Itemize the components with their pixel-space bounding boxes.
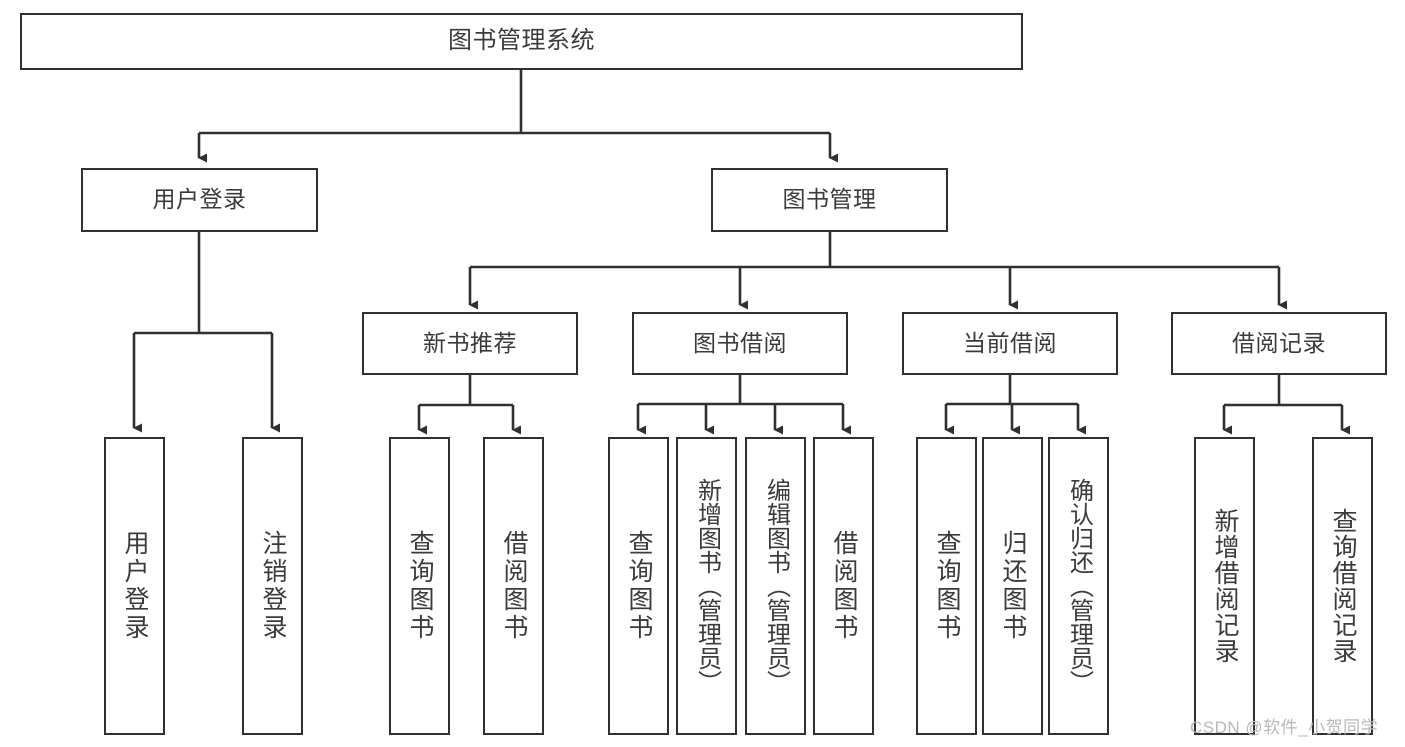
leaf-query-borrow-record[interactable]: 查询借阅记录 [1312,437,1373,735]
leaf-add-book-admin[interactable]: 新增图书（管理员） [676,437,737,735]
leaf-return-book[interactable]: 归还图书 [982,437,1043,735]
node-root-system[interactable]: 图书管理系统 [20,13,1023,70]
node-book-management[interactable]: 图书管理 [711,168,948,232]
node-borrow-record[interactable]: 借阅记录 [1171,312,1387,375]
leaf-user-login[interactable]: 用户登录 [104,437,165,735]
node-user-login[interactable]: 用户登录 [81,168,318,232]
leaf-query-book-borrow[interactable]: 查询图书 [608,437,669,735]
leaf-confirm-return-admin[interactable]: 确认归还（管理员） [1048,437,1109,735]
node-current-borrow[interactable]: 当前借阅 [902,312,1118,375]
leaf-borrow-book[interactable]: 借阅图书 [813,437,874,735]
node-book-borrow[interactable]: 图书借阅 [632,312,848,375]
watermark-csdn: CSDN @软件_小贺同学 [1190,718,1379,737]
leaf-add-borrow-record[interactable]: 新增借阅记录 [1194,437,1255,735]
leaf-user-logout[interactable]: 注销登录 [242,437,303,735]
leaf-edit-book-admin[interactable]: 编辑图书（管理员） [745,437,806,735]
node-new-book-recommend[interactable]: 新书推荐 [362,312,578,375]
leaf-query-book-current[interactable]: 查询图书 [916,437,977,735]
leaf-query-book-recommend[interactable]: 查询图书 [389,437,450,735]
leaf-borrow-book-recommend[interactable]: 借阅图书 [483,437,544,735]
